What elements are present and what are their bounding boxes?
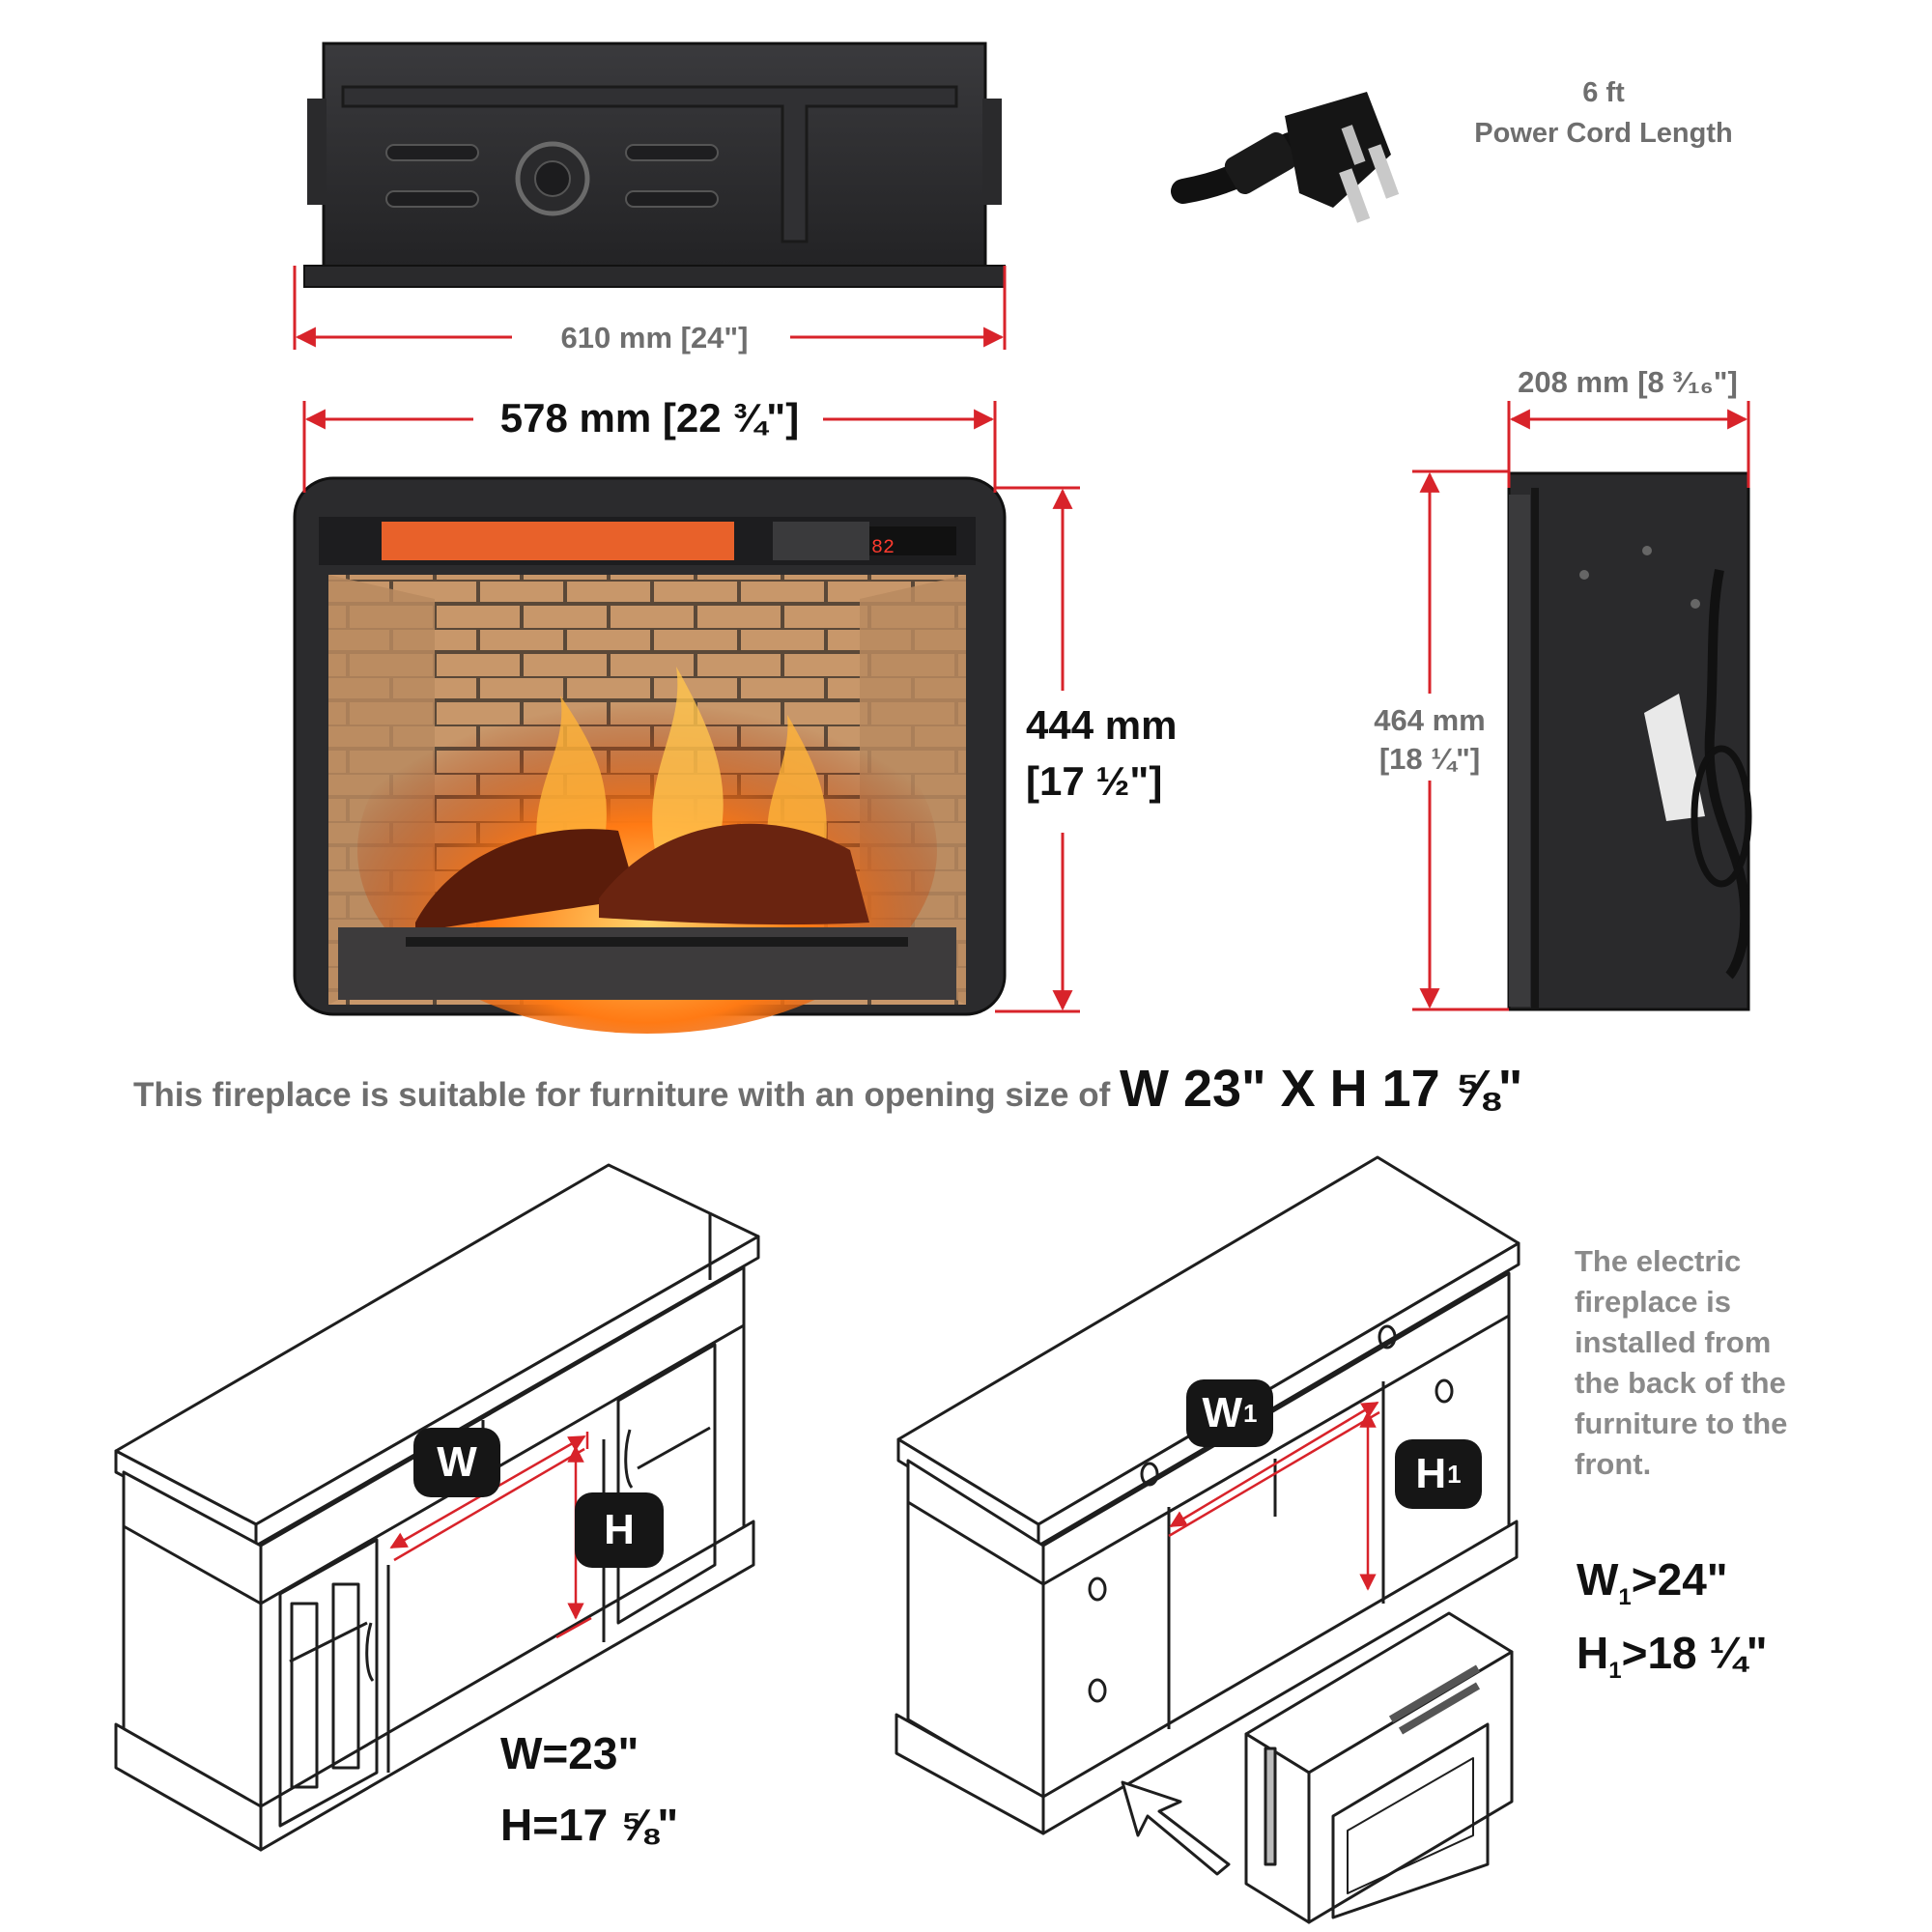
front-height-in-label: [17 ½"] [1026, 758, 1163, 804]
install-direction-arrow [1121, 1780, 1231, 1876]
cord-length-caption: Power Cord Length [1474, 118, 1733, 149]
front-width-dimension [302, 401, 997, 493]
power-plug-icon [1171, 92, 1400, 223]
cabinet-right-opening-dimensions [1168, 1401, 1380, 1591]
top-width-dimension [293, 266, 1007, 350]
side-height-in-label: [18 ¼"] [1378, 742, 1481, 776]
front-width-label: 578 mm [22 ¾"] [499, 395, 800, 440]
install-note-line: furniture to the [1575, 1406, 1788, 1440]
suitability-size: W 23" X H 17 ⅝" [1119, 1060, 1523, 1118]
left-height-value: H=17 ⅝" [500, 1800, 679, 1850]
front-height-dimension [995, 486, 1080, 1013]
requirement-height: H1>18 ¼" [1577, 1628, 1768, 1685]
suitability-statement: This fireplace is suitable for furniture… [133, 1063, 1522, 1115]
side-height-mm-label: 464 mm [1374, 703, 1486, 737]
top-view [303, 42, 1006, 288]
install-note-line: The electric [1575, 1244, 1742, 1278]
install-note-line: fireplace is [1575, 1285, 1731, 1319]
badge-h: H [575, 1492, 664, 1568]
top-width-label: 610 mm [24"] [560, 321, 749, 355]
badge-w: W [413, 1428, 500, 1497]
requirement-width: W1>24" [1577, 1554, 1728, 1611]
cord-length-value: 6 ft [1582, 77, 1625, 108]
install-note-line: the back of the [1575, 1366, 1786, 1400]
fireplace-front-view [293, 476, 1007, 1034]
install-note-line: front. [1575, 1447, 1652, 1481]
install-note: The electric fireplace is installed from… [1575, 1241, 1787, 1485]
cabinet-right-drawing [895, 1155, 1520, 1835]
fireplace-insert-unit [1244, 1611, 1514, 1924]
side-depth-dimension [1507, 401, 1750, 488]
side-depth-label: 208 mm [8 ³⁄₁₆"] [1518, 365, 1738, 399]
install-note-line: installed from [1575, 1325, 1772, 1359]
side-height-dimension [1412, 469, 1509, 1011]
left-width-value: W=23" [500, 1728, 639, 1778]
temperature-display: 82 [871, 537, 895, 559]
suitability-text: This fireplace is suitable for furniture… [133, 1076, 1111, 1114]
front-height-mm-label: 444 mm [1026, 702, 1178, 748]
fireplace-side-view [1507, 471, 1752, 1011]
